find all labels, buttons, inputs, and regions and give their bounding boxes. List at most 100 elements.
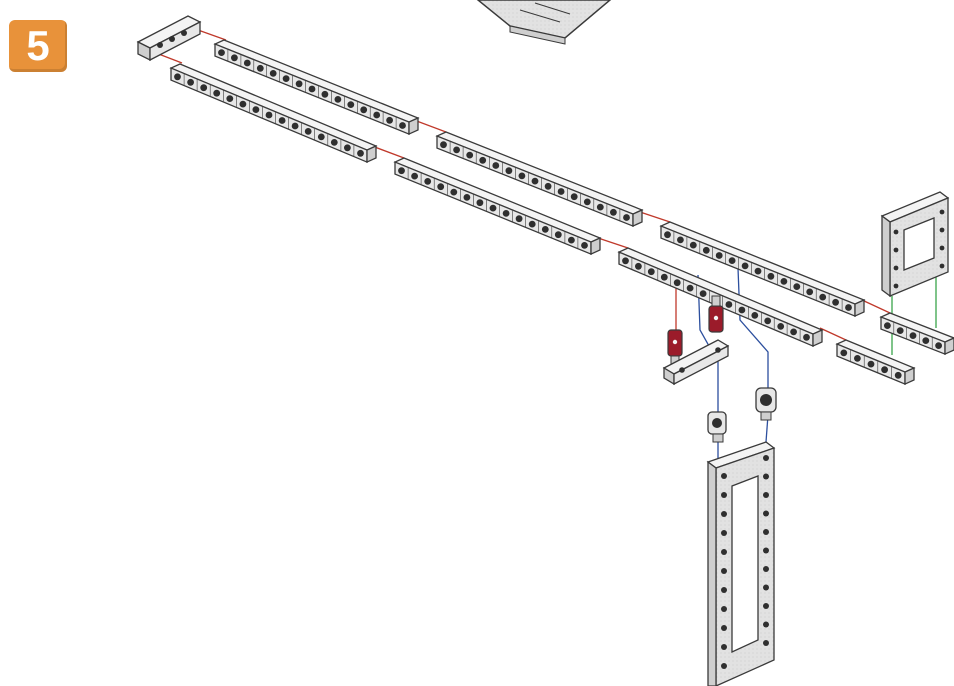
beam-hole — [687, 285, 694, 292]
frame-hole — [721, 625, 727, 631]
beam-hole — [910, 332, 917, 339]
beam-hole — [764, 318, 771, 325]
beam-hole — [597, 204, 604, 211]
beam-hole — [318, 134, 325, 141]
beam-hole — [516, 215, 523, 222]
beam-hole — [477, 199, 484, 206]
beam-group — [171, 40, 954, 384]
beam-hole — [344, 144, 351, 151]
beam-row1-a — [215, 40, 418, 134]
frame-hole — [721, 549, 727, 555]
beam-hole — [935, 342, 942, 349]
small-square-frame — [882, 192, 948, 296]
beam-hole — [664, 231, 671, 238]
frame-hole — [721, 606, 727, 612]
beam-hole — [373, 112, 380, 119]
beam-hole — [622, 257, 629, 264]
beam-hole — [571, 193, 578, 200]
frame-hole — [763, 548, 769, 554]
beam-hole — [532, 178, 539, 185]
beam-hole — [490, 205, 497, 212]
frame-hole — [763, 529, 769, 535]
beam-row1-b — [437, 132, 642, 226]
beam-hole — [450, 189, 457, 196]
beam-hole — [187, 79, 194, 86]
beam-hole — [790, 329, 797, 336]
beam-hole — [716, 252, 723, 259]
beam-hole — [335, 96, 342, 103]
beam-hole — [922, 337, 929, 344]
beam-hole — [545, 183, 552, 190]
frame-hole — [763, 603, 769, 609]
beam-hole — [213, 90, 220, 97]
beam-hole — [279, 117, 286, 124]
beam-hole — [437, 183, 444, 190]
beam-hole — [755, 268, 762, 275]
beam-hole — [845, 304, 852, 311]
frame-hole — [721, 530, 727, 536]
beam-hole — [226, 95, 233, 102]
beam-hole — [777, 323, 784, 330]
frame-hole — [763, 492, 769, 498]
beam-hole — [174, 73, 181, 80]
beam-hole — [793, 283, 800, 290]
beam-hole — [661, 274, 668, 281]
beam-hole — [492, 162, 499, 169]
beam-hole — [648, 268, 655, 275]
beam-hole — [635, 263, 642, 270]
beam-hole — [542, 226, 549, 233]
beam-hole — [257, 65, 264, 72]
frame-hole — [763, 455, 769, 461]
beam-hole — [283, 75, 290, 82]
beam-hole — [453, 147, 460, 154]
beam-hole — [357, 150, 364, 157]
frame-hole — [721, 473, 727, 479]
beam-hole — [819, 294, 826, 301]
frame-hole — [763, 474, 769, 480]
ball-joint-left — [708, 412, 726, 442]
beam-hole — [803, 334, 810, 341]
beam-hole — [218, 49, 225, 56]
beam-row1-c — [661, 222, 864, 316]
frame-hole — [721, 511, 727, 517]
beam-hole — [466, 152, 473, 159]
frame-hole — [721, 663, 727, 669]
beam-hole — [296, 80, 303, 87]
beam-hole — [884, 322, 891, 329]
beam-hole — [700, 290, 707, 297]
beam-short-right-lower — [837, 340, 914, 384]
beam-hole — [677, 237, 684, 244]
beam-hole — [386, 117, 393, 124]
frame-hole — [721, 568, 727, 574]
frame-hole — [721, 644, 727, 650]
beam-hole — [742, 263, 749, 270]
beam-hole — [739, 307, 746, 314]
beam-hole — [623, 214, 630, 221]
ball-joint-right — [756, 388, 776, 420]
beam-hole — [292, 123, 299, 130]
beam-hole — [424, 178, 431, 185]
beam-hole — [244, 60, 251, 67]
upper-frame-partial — [478, 0, 610, 44]
beam-hole — [568, 237, 575, 244]
beam-hole — [703, 247, 710, 254]
beam-hole — [347, 101, 354, 108]
frame-hole — [763, 640, 769, 646]
beam-hole — [411, 173, 418, 180]
beam-hole — [840, 350, 847, 357]
beam-hole — [610, 209, 617, 216]
beam-hole — [360, 106, 367, 113]
frame-hole — [721, 492, 727, 498]
frame-hole — [763, 511, 769, 517]
beam-hole — [506, 167, 513, 174]
beam-hole — [309, 86, 316, 93]
beam-hole — [440, 141, 447, 148]
frame-hole — [763, 566, 769, 572]
beam-hole — [464, 194, 471, 201]
beam-hole — [768, 273, 775, 280]
beam-hole — [584, 199, 591, 206]
beam-hole — [895, 372, 902, 379]
frame-hole — [763, 622, 769, 628]
beam-hole — [253, 106, 260, 113]
beam-hole — [854, 355, 861, 362]
